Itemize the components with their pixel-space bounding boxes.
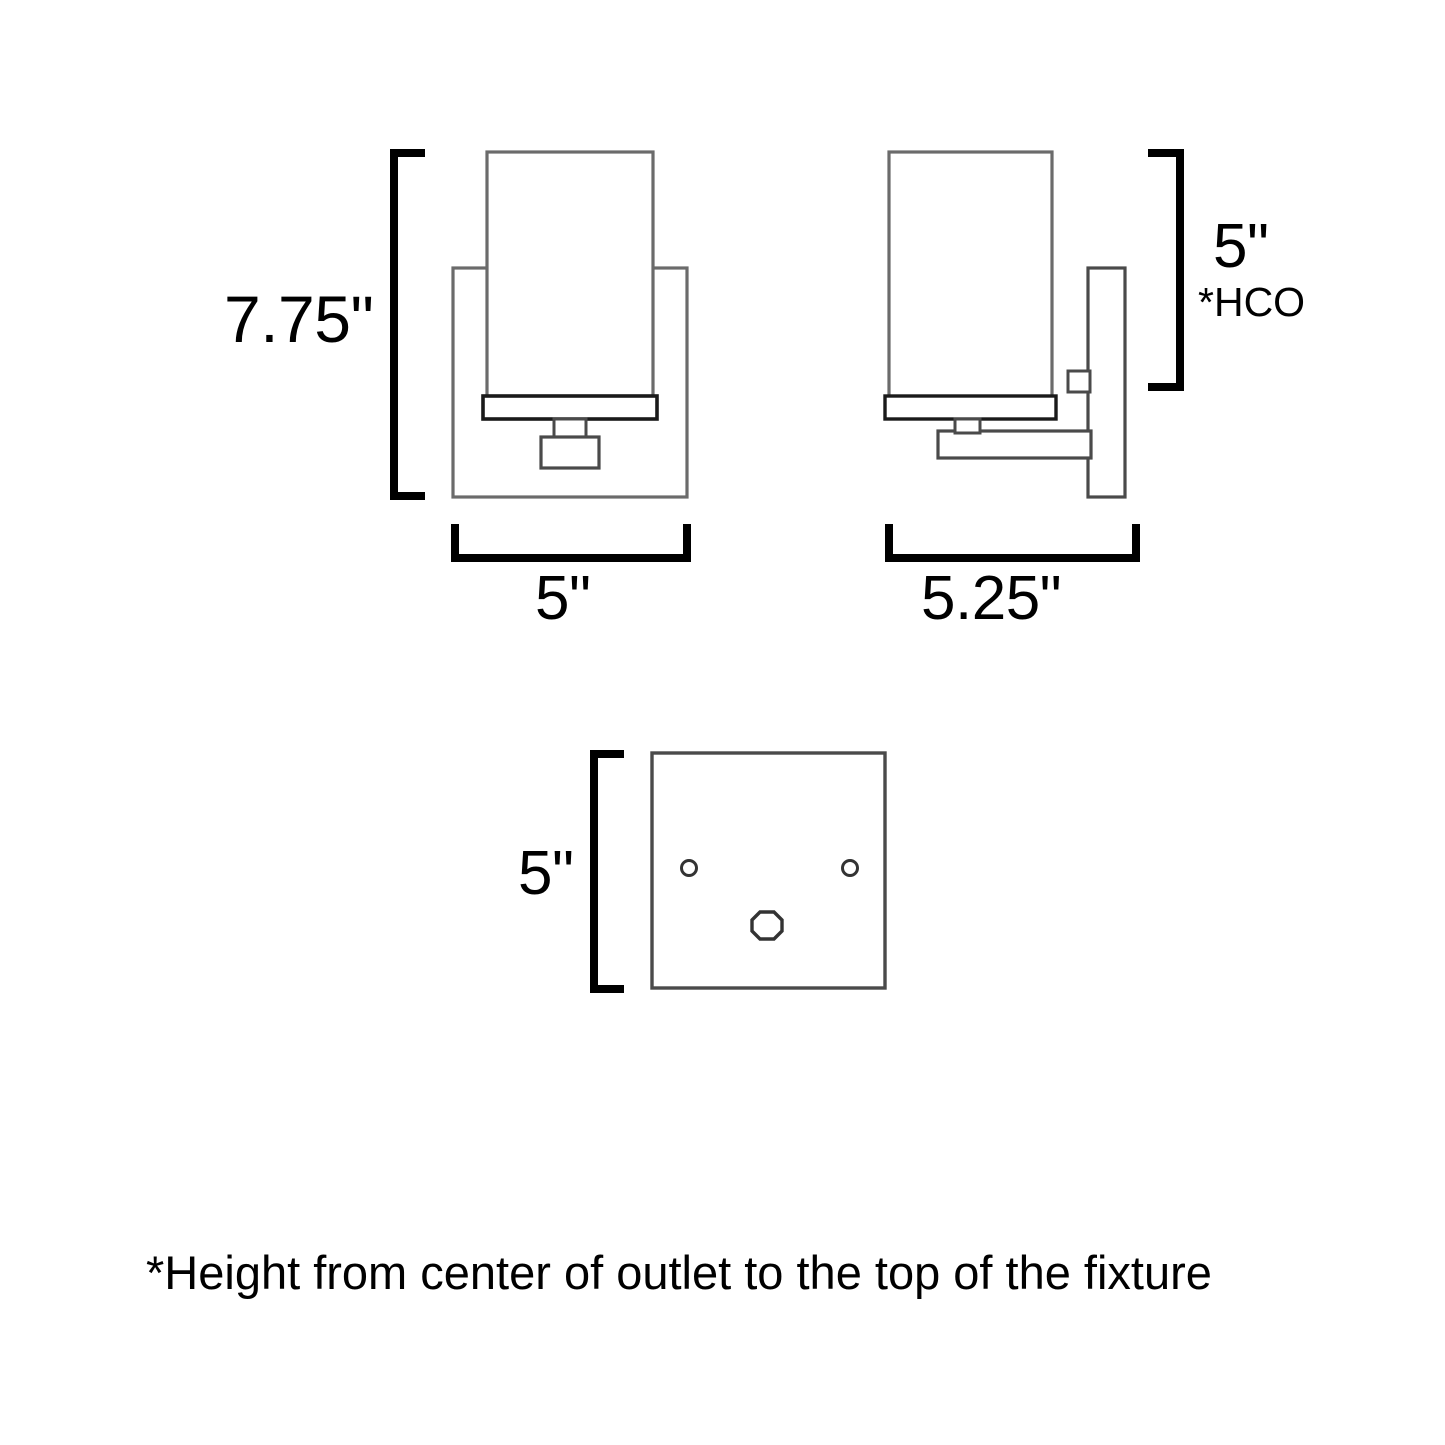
side-height-dimension-bracket <box>1148 149 1184 391</box>
side-shade <box>887 150 1054 400</box>
side-width-dimension-label: 5.25" <box>921 564 1062 633</box>
front-width-dimension-label: 5" <box>535 564 591 633</box>
front-elevation-view <box>451 150 689 499</box>
front-height-dimension-label: 7.75" <box>224 282 374 356</box>
front-shade <box>485 150 655 402</box>
front-finial-cap <box>539 435 601 470</box>
side-shade-bottom-bar <box>883 394 1058 421</box>
backplate-screw-hole-right <box>841 859 859 877</box>
side-finial-neck <box>953 417 982 435</box>
side-height-dimension-label: 5" <box>1213 212 1269 281</box>
front-finial-neck <box>552 417 588 440</box>
side-height-dimension-note: *HCO <box>1198 279 1306 325</box>
side-elevation-view <box>883 150 1127 499</box>
side-support-arm <box>936 429 1093 460</box>
side-width-dimension-bracket <box>885 524 1140 562</box>
backplate-outlet-hole <box>750 910 784 941</box>
backplate-detail-view <box>650 751 887 990</box>
footnote-text: *Height from center of outlet to the top… <box>146 1246 1212 1299</box>
backplate-screw-hole-left <box>680 859 698 877</box>
backplate-height-dimension-label: 5" <box>518 839 574 908</box>
side-mounting-tab <box>1066 369 1092 394</box>
front-height-dimension-bracket <box>390 149 425 500</box>
front-width-dimension-bracket <box>451 524 691 562</box>
side-backplate <box>1086 266 1127 499</box>
front-shade-bottom-bar <box>481 394 659 421</box>
backplate-height-dimension-bracket <box>590 750 624 993</box>
